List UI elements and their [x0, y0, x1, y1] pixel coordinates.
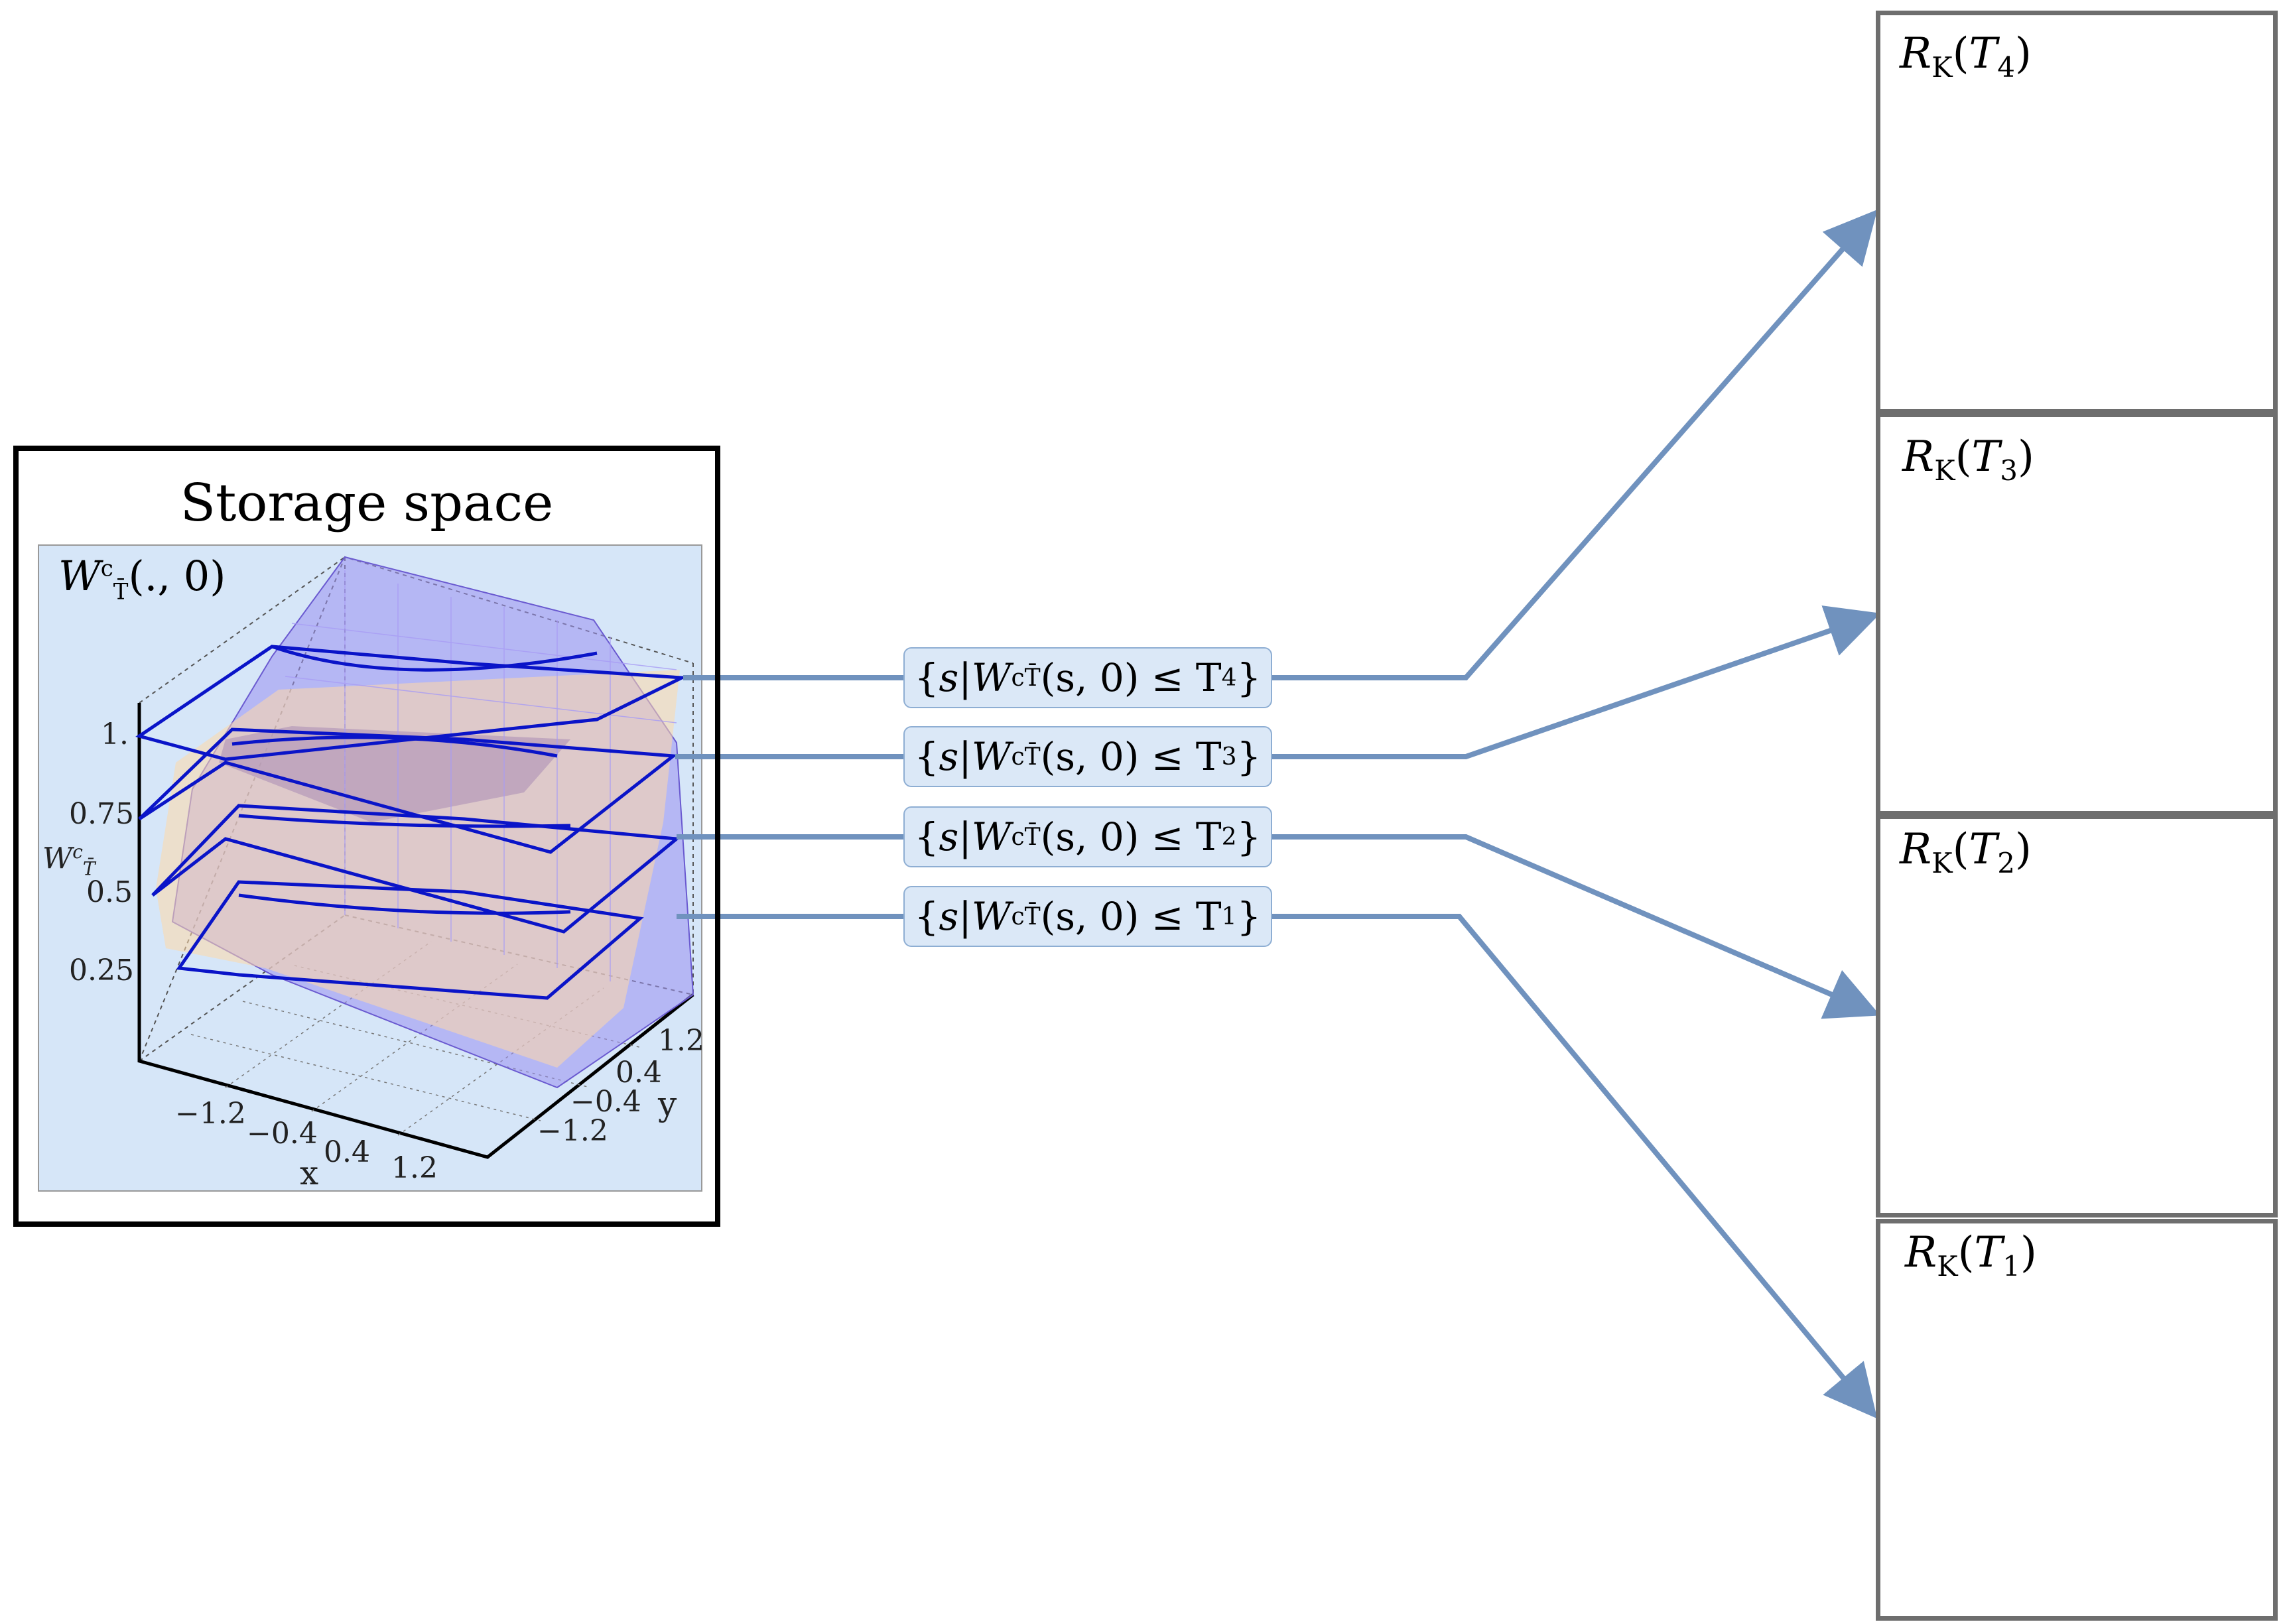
- slice-level-2-curve: [238, 814, 571, 828]
- slice-level-1-curve: [238, 893, 571, 915]
- x-tick-2: −0.4: [247, 1117, 318, 1151]
- panel-rk-t3: [1876, 412, 2278, 816]
- panel-rk-t2: [1876, 814, 2278, 1218]
- z-axis-label: WcT̄: [42, 841, 96, 880]
- z-tick-025: 0.25: [69, 954, 134, 987]
- y-tick-1: 1.2: [658, 1024, 704, 1058]
- panel-rk-t4: [1876, 11, 2278, 414]
- panel-rk-t1: [1876, 1219, 2278, 1621]
- panel-label-t4: RK(T4): [1900, 29, 2032, 84]
- function-label: WcT̄(., 0): [58, 552, 226, 605]
- slice-level-4-curve: [271, 645, 598, 672]
- z-tick-075: 0.75: [69, 797, 134, 831]
- panel-label-t2: RK(T2): [1900, 825, 2032, 879]
- storage-space-title: Storage space: [180, 473, 554, 533]
- x-tick-3: 0.4: [324, 1135, 370, 1169]
- storage-space-frame: Storage space: [13, 446, 720, 1227]
- arrow-to-panel-2: [1272, 834, 1880, 1019]
- x-tick-1: −1.2: [175, 1097, 246, 1131]
- slice-level-3: [138, 727, 678, 854]
- arrow-to-panel-1: [1272, 914, 1878, 1419]
- orange-region: [156, 670, 680, 1068]
- panel-label-t3: RK(T3): [1902, 432, 2034, 487]
- z-tick-1: 1.: [101, 718, 129, 751]
- y-tick-3: −0.4: [570, 1085, 641, 1119]
- slice-level-1: [176, 880, 644, 1000]
- connectors-right: [1272, 209, 1881, 1419]
- x-tick-4: 1.2: [391, 1151, 438, 1185]
- plot3d-axes: [137, 703, 694, 1159]
- y-tick-4: −1.2: [537, 1114, 608, 1148]
- z-tick-05: 0.5: [86, 875, 133, 909]
- arrow-to-panel-4: [1272, 209, 1878, 680]
- panel-label-t1: RK(T1): [1905, 1228, 2037, 1282]
- y-axis-label: y: [658, 1085, 677, 1123]
- arrow-to-panel-3: [1272, 605, 1881, 759]
- x-axis-label: x: [300, 1154, 319, 1192]
- y-tick-2: 0.4: [616, 1056, 662, 1090]
- slice-level-3-curve: [231, 735, 558, 758]
